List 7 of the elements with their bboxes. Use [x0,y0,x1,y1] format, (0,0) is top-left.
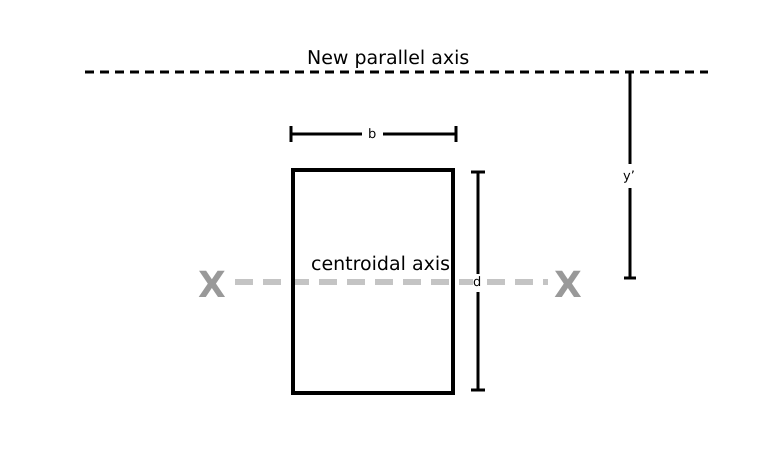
axis-label: centroidal axis [311,255,450,274]
dimension-label: b [368,128,376,141]
dimension-label: y’ [623,170,635,183]
axis-label: New parallel axis [307,49,470,68]
axis-end-label: X [554,268,582,304]
dimension-label: d [473,276,482,289]
axis-end-label: X [198,268,226,304]
